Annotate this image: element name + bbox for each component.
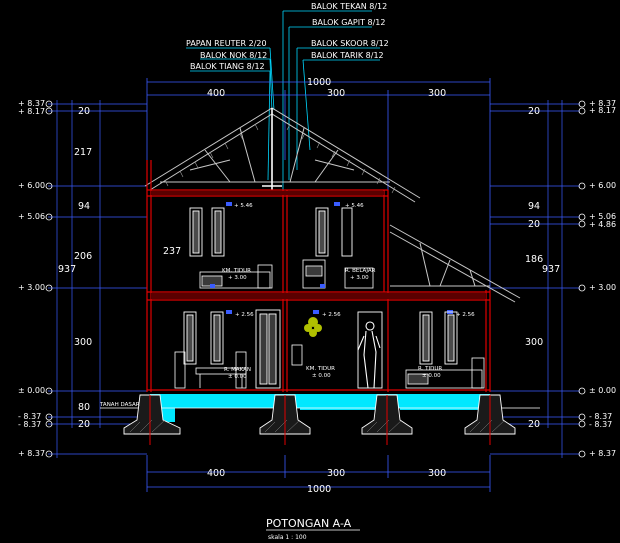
level-low-left: + 2.56 xyxy=(235,312,254,318)
drawing-title: POTONGAN A-A xyxy=(266,517,352,530)
level-left-506: + 5.06 xyxy=(18,212,45,221)
level-markers xyxy=(45,100,586,458)
structure-labels xyxy=(186,10,380,190)
level-left-m837b: - 8.37 xyxy=(18,420,41,429)
dim-left-217: 217 xyxy=(74,147,92,158)
level-left-000: ± 0.00 xyxy=(18,386,45,395)
label-balok-tiang: BALOK TIANG 8/12 xyxy=(190,62,265,71)
level-left-300: + 3.00 xyxy=(18,283,45,292)
level-right-600: + 6.00 xyxy=(589,181,616,190)
lower-furniture xyxy=(174,344,485,389)
level-left-600: + 6.00 xyxy=(18,181,45,190)
room-km-tidur-lower: KM. TIDUR xyxy=(306,366,335,372)
top-dimensions xyxy=(146,78,491,290)
level-right-p837-bottom: + 8.37 xyxy=(589,449,616,458)
dim-top-b: 300 xyxy=(327,88,345,99)
label-balok-tekan: BALOK TEKAN 8/12 xyxy=(311,2,387,11)
room-km-tidur-lower-level: ± 0.00 xyxy=(312,373,331,379)
walls xyxy=(146,160,491,392)
label-balok-nok: BALOK NOK 8/12 xyxy=(200,51,267,60)
dim-left-300: 300 xyxy=(74,337,92,348)
dim-left-80: 80 xyxy=(78,402,90,413)
floor-hatch xyxy=(151,191,486,299)
dim-top-total: 1000 xyxy=(307,77,331,88)
dim-left-206: 206 xyxy=(74,251,92,262)
plant-icon xyxy=(304,317,322,337)
dim-bottom-total: 1000 xyxy=(307,484,331,495)
level-right-817: + 8.17 xyxy=(589,106,616,115)
dim-left-20b: 20 xyxy=(78,419,90,430)
label-balok-skoor: BALOK SKOOR 8/12 xyxy=(311,39,389,48)
dim-right-300: 300 xyxy=(525,337,543,348)
dim-bottom-b: 300 xyxy=(327,468,345,479)
room-r-belajar: R. BELAJAR xyxy=(345,268,376,274)
dim-left-237: 237 xyxy=(163,246,181,257)
level-right-m837: - 8.37 xyxy=(589,412,612,421)
annex-roof xyxy=(389,224,521,303)
label-tanah-dasar: TANAH DASAR xyxy=(99,402,140,408)
level-left-m837: - 8.37 xyxy=(18,412,41,421)
room-r-makan: R. MAKAN xyxy=(224,367,251,373)
dim-right-20b: 20 xyxy=(528,219,540,230)
level-up-mid: + 5.46 xyxy=(345,203,364,209)
dim-left-20a: 20 xyxy=(78,106,90,117)
room-r-belajar-level: + 3.00 xyxy=(350,275,369,281)
level-right-506: + 5.06 xyxy=(589,212,616,221)
level-left-837: + 8.37 xyxy=(18,99,45,108)
dim-right-20c: 20 xyxy=(528,419,540,430)
dim-left-937: 937 xyxy=(58,264,76,275)
room-r-tidur-right: R. TIDUR xyxy=(418,366,442,372)
dim-left-94: 94 xyxy=(78,201,90,212)
level-lines xyxy=(48,100,580,458)
roof-rafters xyxy=(164,123,396,194)
room-km-tidur-upper-level: + 3.00 xyxy=(228,275,247,281)
level-right-m837b: - 8.37 xyxy=(589,420,612,429)
roof-highlight xyxy=(262,108,282,190)
dim-top-a: 400 xyxy=(207,88,225,99)
label-balok-gapit: BALOK GAPIT 8/12 xyxy=(312,18,385,27)
lower-windows xyxy=(183,309,458,389)
foundation-hatch xyxy=(129,419,506,433)
room-km-tidur-upper: KM. TIDUR xyxy=(222,268,251,274)
bottom-dimensions xyxy=(146,455,491,492)
dim-bottom-c: 300 xyxy=(428,468,446,479)
level-left-817: + 8.17 xyxy=(18,107,45,116)
upper-furniture xyxy=(199,259,374,289)
dim-right-20a: 20 xyxy=(528,106,540,117)
level-low-mid: + 2.56 xyxy=(322,312,341,318)
room-r-tidur-right-level: ± 0.00 xyxy=(422,373,441,379)
level-low-right: + 2.56 xyxy=(456,312,475,318)
dim-right-186: 186 xyxy=(525,254,543,265)
piles xyxy=(149,395,491,445)
level-right-300: + 3.00 xyxy=(589,283,616,292)
room-r-makan-level: ± 0.00 xyxy=(228,374,247,380)
level-right-837: + 8.37 xyxy=(589,99,616,108)
level-right-000: ± 0.00 xyxy=(589,386,616,395)
label-papan-reuter: PAPAN REUTER 2/20 xyxy=(186,39,267,48)
dim-right-937: 937 xyxy=(542,264,560,275)
level-left-p837-bottom: + 8.37 xyxy=(18,449,45,458)
level-up-left: + 5.46 xyxy=(234,203,253,209)
dim-bottom-a: 400 xyxy=(207,468,225,479)
level-right-486: + 4.86 xyxy=(589,220,616,229)
human-figure-icon xyxy=(357,321,381,389)
dim-right-94: 94 xyxy=(528,201,540,212)
main-roof xyxy=(144,107,421,203)
dim-top-c: 300 xyxy=(428,88,446,99)
upper-windows xyxy=(189,207,353,257)
drawing-scale: skala 1 : 100 xyxy=(268,534,307,541)
label-balok-tarik: BALOK TARIK 8/12 xyxy=(311,51,384,60)
